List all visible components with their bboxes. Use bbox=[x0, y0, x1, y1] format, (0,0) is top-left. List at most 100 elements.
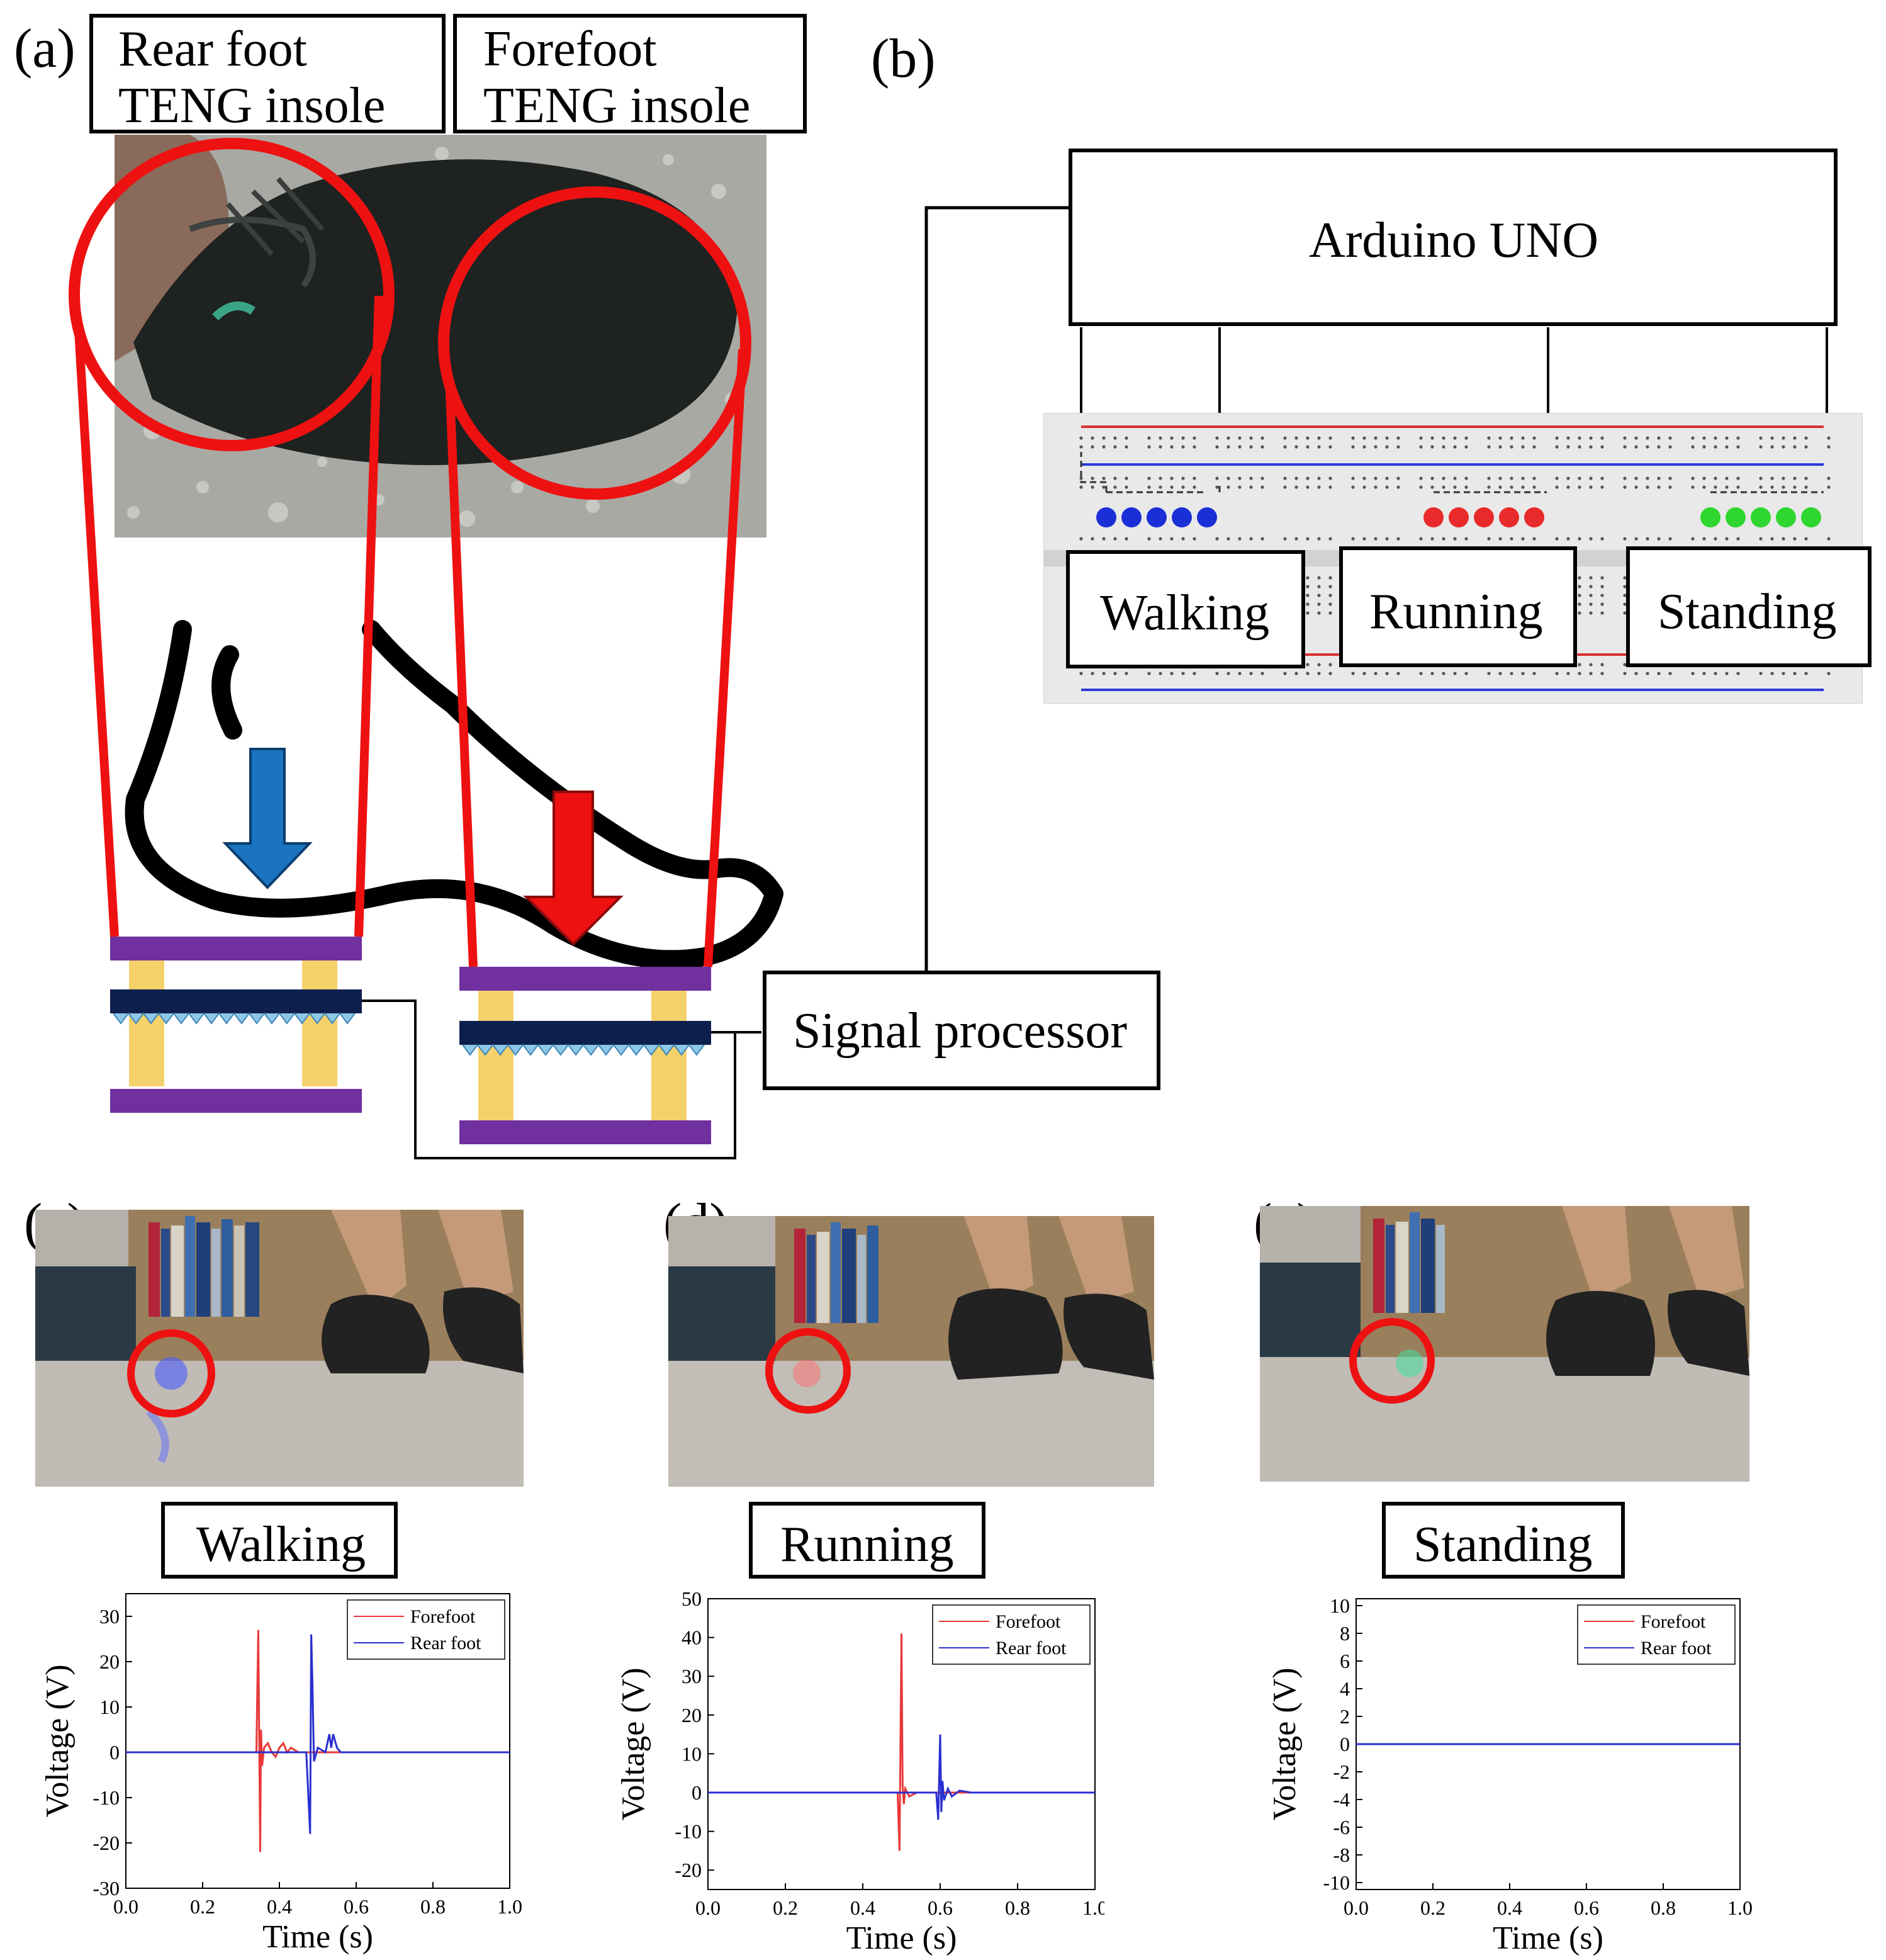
y-tick-label: 0 bbox=[1340, 1733, 1350, 1755]
y-tick-label: -20 bbox=[93, 1832, 120, 1854]
mode-label-walking: Walking bbox=[1100, 585, 1270, 641]
x-tick-label: 0.4 bbox=[850, 1896, 875, 1919]
legend-box bbox=[1577, 1604, 1736, 1665]
walking-photo bbox=[35, 1210, 524, 1487]
y-tick-label: 30 bbox=[99, 1605, 120, 1628]
x-tick-label: 1.0 bbox=[497, 1895, 522, 1918]
y-tick-label: -2 bbox=[1333, 1760, 1350, 1783]
x-tick-label: 0.2 bbox=[1420, 1896, 1445, 1919]
y-tick-label: 0 bbox=[109, 1741, 120, 1764]
arduino-uno-box: Arduino UNO bbox=[1069, 149, 1838, 326]
y-tick-label: 40 bbox=[682, 1626, 702, 1649]
x-tick-label: 0.2 bbox=[190, 1895, 215, 1918]
y-tick-label: 2 bbox=[1340, 1705, 1350, 1728]
x-tick-label: 0.6 bbox=[344, 1895, 369, 1918]
x-tick-label: 0.8 bbox=[1005, 1896, 1030, 1919]
x-axis-label: Time (s) bbox=[262, 1919, 373, 1955]
legend-box bbox=[932, 1604, 1091, 1665]
mode-box-walking: Walking bbox=[1066, 550, 1305, 668]
legend-label: Forefoot bbox=[410, 1606, 476, 1627]
y-tick-label: 20 bbox=[99, 1650, 120, 1673]
led-group-standing bbox=[1700, 507, 1821, 527]
mode-label-standing: Standing bbox=[1658, 584, 1837, 639]
forefoot-teng-label-box: Forefoot TENG insole bbox=[453, 14, 807, 133]
legend-label: Rear foot bbox=[996, 1638, 1067, 1659]
x-tick-label: 0.2 bbox=[773, 1896, 798, 1919]
foot-insole-diagram bbox=[110, 620, 783, 1159]
x-tick-label: 0.0 bbox=[1344, 1896, 1369, 1919]
x-axis-label: Time (s) bbox=[1493, 1920, 1603, 1956]
y-tick-label: 30 bbox=[682, 1665, 702, 1687]
legend-box bbox=[347, 1599, 505, 1660]
running-led-highlight-circle bbox=[765, 1328, 851, 1414]
x-tick-label: 0.4 bbox=[267, 1895, 292, 1918]
x-tick-label: 0.4 bbox=[1497, 1896, 1522, 1919]
y-tick-label: -6 bbox=[1333, 1816, 1350, 1839]
panel-label-a: (a) bbox=[14, 18, 76, 79]
rear-box-line1: Rear foot bbox=[118, 21, 307, 77]
y-tick-label: -10 bbox=[93, 1786, 120, 1809]
x-tick-label: 0.6 bbox=[928, 1896, 953, 1919]
rear-box-line2: TENG insole bbox=[118, 78, 386, 133]
legend-label: Forefoot bbox=[1641, 1611, 1706, 1632]
walking-label-box: Walking bbox=[161, 1502, 398, 1579]
running-photo bbox=[668, 1216, 1154, 1487]
signal-processor-label: Signal processor bbox=[793, 1003, 1128, 1059]
y-axis-label: Voltage (V) bbox=[1267, 1667, 1303, 1820]
series-line-forefoot bbox=[708, 1633, 1095, 1851]
front-teng-device bbox=[459, 967, 711, 1144]
running-label: Running bbox=[780, 1517, 954, 1572]
x-tick-label: 1.0 bbox=[1727, 1896, 1753, 1919]
y-axis-label: Voltage (V) bbox=[40, 1664, 76, 1817]
rear-foot-teng-label-box: Rear foot TENG insole bbox=[89, 14, 446, 133]
walking-label: Walking bbox=[196, 1517, 366, 1572]
y-tick-label: -4 bbox=[1333, 1788, 1350, 1811]
led-group-running bbox=[1423, 507, 1544, 527]
x-tick-label: 0.8 bbox=[1651, 1896, 1676, 1919]
y-tick-label: -10 bbox=[1323, 1871, 1350, 1894]
x-tick-label: 0.0 bbox=[695, 1896, 721, 1919]
y-tick-label: 10 bbox=[99, 1696, 120, 1718]
rear-pressure-arrow-icon bbox=[222, 748, 313, 889]
panel-label-b: (b) bbox=[871, 28, 936, 89]
standing-led-highlight-circle bbox=[1349, 1318, 1435, 1404]
x-tick-label: 0.6 bbox=[1574, 1896, 1599, 1919]
y-tick-label: -10 bbox=[675, 1820, 702, 1843]
series-line-rear-foot bbox=[126, 1634, 510, 1834]
signal-processor-box: Signal processor bbox=[763, 971, 1160, 1090]
x-tick-label: 0.8 bbox=[420, 1895, 446, 1918]
series-line-rear-foot bbox=[708, 1734, 1095, 1820]
y-tick-label: -8 bbox=[1333, 1844, 1350, 1866]
mode-box-running: Running bbox=[1339, 546, 1577, 667]
series-line-forefoot bbox=[126, 1630, 510, 1852]
x-tick-label: 1.0 bbox=[1082, 1896, 1104, 1919]
ankle-line bbox=[211, 645, 242, 740]
y-tick-label: 6 bbox=[1340, 1650, 1350, 1672]
y-tick-label: -30 bbox=[93, 1877, 120, 1900]
y-tick-label: 20 bbox=[682, 1704, 702, 1726]
fore-box-line2: TENG insole bbox=[483, 78, 751, 133]
y-axis-label: Voltage (V) bbox=[615, 1667, 651, 1820]
arduino-uno-label: Arduino UNO bbox=[1309, 213, 1598, 268]
y-tick-label: -20 bbox=[675, 1859, 702, 1881]
led-group-walking bbox=[1096, 507, 1217, 527]
walking-led-highlight-circle bbox=[127, 1329, 215, 1417]
y-tick-label: 4 bbox=[1340, 1677, 1350, 1700]
legend-label: Rear foot bbox=[1641, 1638, 1712, 1659]
standing-label: Standing bbox=[1413, 1517, 1593, 1572]
y-tick-label: 0 bbox=[692, 1781, 702, 1804]
running-label-box: Running bbox=[749, 1502, 985, 1579]
rear-teng-device bbox=[110, 937, 362, 1113]
standing-label-box: Standing bbox=[1382, 1502, 1625, 1579]
x-tick-label: 0.0 bbox=[113, 1895, 138, 1918]
fore-box-line1: Forefoot bbox=[483, 21, 657, 77]
y-tick-label: 50 bbox=[682, 1587, 702, 1610]
mode-label-running: Running bbox=[1369, 584, 1543, 639]
front-pressure-arrow-icon bbox=[523, 791, 624, 946]
y-tick-label: 10 bbox=[1330, 1594, 1350, 1617]
x-axis-label: Time (s) bbox=[846, 1920, 957, 1956]
standing-photo bbox=[1260, 1206, 1749, 1482]
